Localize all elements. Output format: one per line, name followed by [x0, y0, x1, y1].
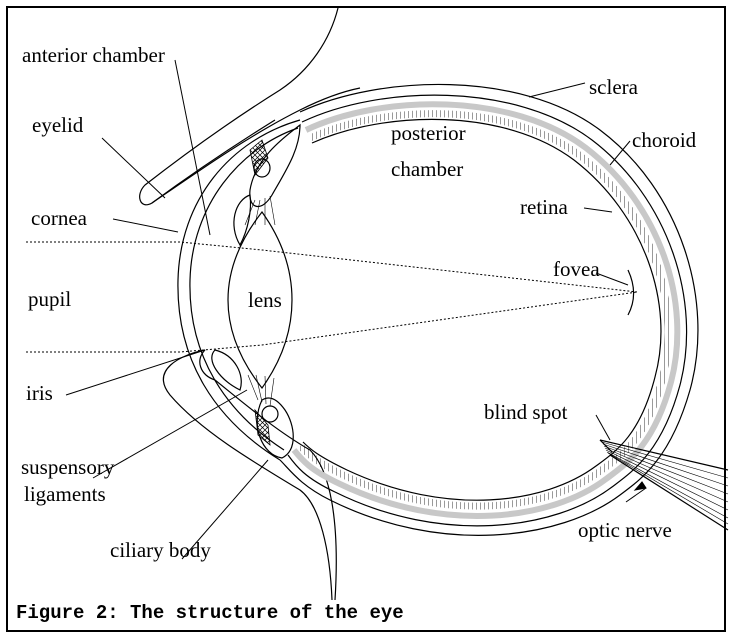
label-lens: lens [248, 288, 282, 312]
label-optic-nerve: optic nerve [578, 518, 672, 542]
label-ligaments: ligaments [24, 482, 106, 506]
label-iris: iris [26, 381, 53, 405]
label-pupil: pupil [28, 287, 71, 311]
label-cornea: cornea [31, 206, 88, 230]
label-choroid: choroid [632, 128, 697, 152]
label-anterior-chamber: anterior chamber [22, 43, 165, 67]
label-chamber: chamber [391, 157, 463, 181]
label-blind-spot: blind spot [484, 400, 568, 424]
label-posterior: posterior [391, 121, 466, 145]
label-eyelid: eyelid [32, 113, 84, 137]
label-sclera: sclera [589, 75, 639, 99]
light-rays [26, 242, 637, 352]
label-fovea: fovea [553, 257, 600, 281]
label-suspensory: suspensory [21, 455, 115, 479]
label-retina: retina [520, 195, 568, 219]
lower-eyelid-outline [200, 350, 336, 600]
upper-eyelid-outline [140, 8, 360, 205]
label-ciliary-body: ciliary body [110, 538, 211, 562]
figure-caption: Figure 2: The structure of the eye [16, 602, 404, 624]
